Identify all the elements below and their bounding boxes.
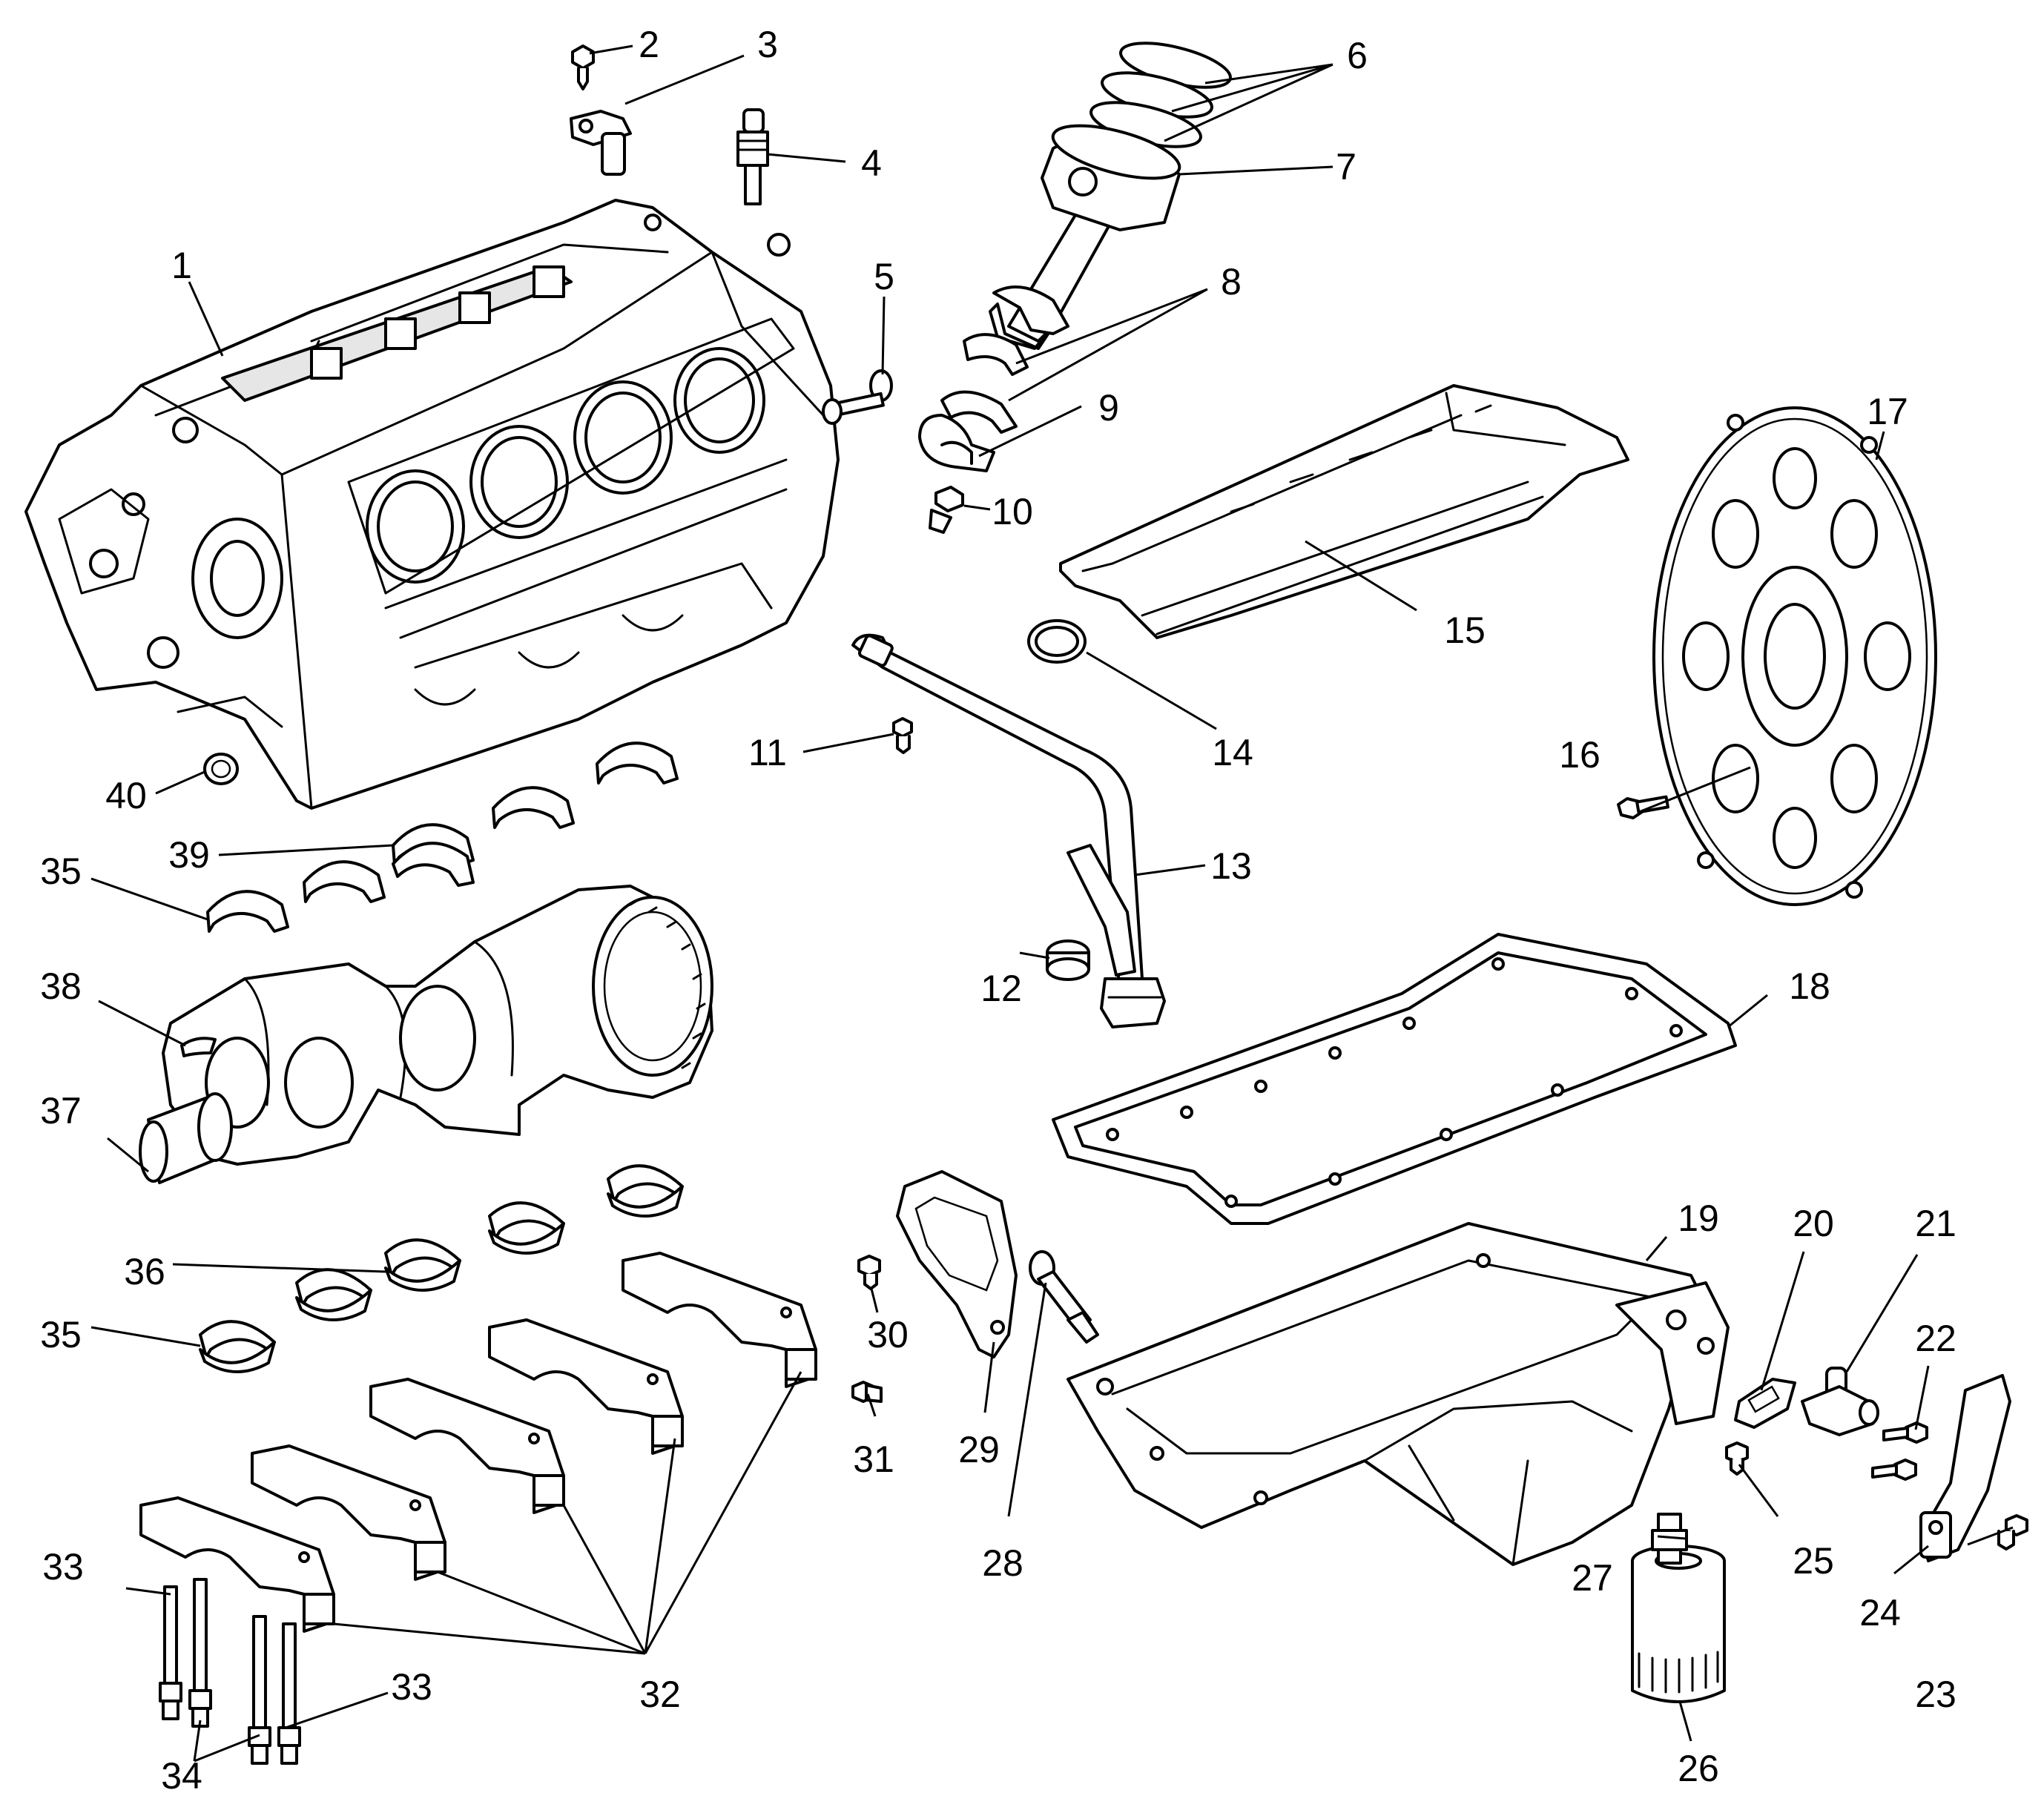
callout-31: 31 — [853, 1439, 894, 1480]
cover-plate-29 — [896, 1170, 1018, 1358]
callout-26: 26 — [1678, 1748, 1719, 1789]
piston-7 — [989, 124, 1181, 350]
callout-14: 14 — [1212, 732, 1253, 773]
fitting-21 — [1801, 1367, 1879, 1436]
fitting-27 — [1651, 1513, 1688, 1565]
engine-block — [24, 199, 840, 810]
callout-30: 30 — [867, 1314, 909, 1355]
callout-18: 18 — [1789, 965, 1830, 1007]
callout-3: 3 — [757, 24, 778, 65]
bolt-5 — [822, 369, 893, 425]
callout-23: 23 — [1915, 1674, 1956, 1715]
key-38 — [180, 1037, 217, 1057]
callout-20: 20 — [1793, 1203, 1834, 1244]
leader-lines — [90, 44, 2014, 1763]
oil-level-sensor-28 — [1029, 1250, 1099, 1344]
callout-11: 11 — [748, 732, 787, 773]
callout-24: 24 — [1859, 1592, 1901, 1634]
main-bearing-caps-32 — [139, 1252, 817, 1633]
callout-15: 15 — [1444, 610, 1486, 651]
oil-pan-gasket-18 — [1052, 933, 1737, 1225]
callout-28: 28 — [982, 1542, 1023, 1584]
bracket-24 — [1919, 1374, 2011, 1562]
temperature-sensor-4 — [736, 108, 769, 205]
bearing-cap-9 — [918, 414, 995, 472]
bolt-30 — [857, 1255, 881, 1290]
callout-35-upper: 35 — [40, 850, 82, 892]
camshaft-sensor-3 — [570, 110, 632, 176]
bolt-16 — [1617, 795, 1669, 819]
callout-39: 39 — [168, 834, 210, 876]
bolt-10 — [929, 486, 964, 534]
callout-32: 32 — [639, 1674, 681, 1715]
callout-33-left: 33 — [42, 1546, 84, 1588]
nut-12 — [1046, 939, 1090, 981]
main-bolts-33-34 — [159, 1578, 301, 1765]
lower-main-bearings-36 — [199, 1164, 684, 1373]
callout-36: 36 — [124, 1251, 165, 1292]
oil-pan-19 — [1066, 1222, 1730, 1566]
bolt-25 — [1725, 1441, 1749, 1476]
oil-filter-26 — [1631, 1545, 1726, 1703]
callout-4: 4 — [861, 142, 882, 184]
callout-34: 34 — [161, 1755, 202, 1797]
callout-21: 21 — [1915, 1203, 1956, 1244]
callout-12: 12 — [980, 968, 1022, 1009]
callout-17: 17 — [1867, 391, 1908, 432]
callout-35-lower: 35 — [40, 1314, 82, 1355]
plug-40 — [203, 753, 239, 785]
callout-13: 13 — [1210, 845, 1252, 887]
bolt-2 — [571, 44, 595, 90]
callout-33-right: 33 — [391, 1666, 432, 1708]
callout-9: 9 — [1098, 387, 1119, 429]
gasket-20 — [1734, 1378, 1796, 1429]
flexplate-17 — [1652, 406, 1937, 906]
callout-labels: 1 2 3 4 5 6 7 8 9 10 11 12 13 14 15 16 1… — [40, 24, 1956, 1797]
callout-37: 37 — [40, 1090, 82, 1132]
callout-19: 19 — [1678, 1198, 1719, 1239]
callout-2: 2 — [639, 24, 659, 65]
callout-8: 8 — [1221, 261, 1242, 303]
callout-1: 1 — [171, 245, 192, 286]
callout-7: 7 — [1336, 146, 1356, 188]
bolt-22 — [1871, 1421, 1928, 1481]
o-ring-14 — [1027, 619, 1087, 664]
bolt-31 — [851, 1381, 883, 1403]
callout-27: 27 — [1572, 1557, 1613, 1599]
callout-10: 10 — [992, 491, 1033, 532]
upper-main-bearings-39 — [206, 741, 679, 933]
callout-38: 38 — [40, 965, 82, 1007]
oil-pickup-tube-13 — [851, 633, 1166, 1028]
piston-rings-6 — [1089, 42, 1232, 148]
callout-40: 40 — [105, 775, 147, 816]
crankshaft-37 — [139, 885, 713, 1184]
callout-25: 25 — [1793, 1540, 1834, 1582]
callout-29: 29 — [958, 1429, 1000, 1470]
callout-5: 5 — [874, 256, 894, 297]
bolt-11 — [892, 717, 913, 754]
callout-6: 6 — [1347, 35, 1368, 76]
callout-16: 16 — [1559, 734, 1600, 776]
callout-22: 22 — [1915, 1318, 1956, 1359]
oil-deflector-15 — [1059, 384, 1629, 639]
bearing-8 — [940, 333, 1029, 434]
